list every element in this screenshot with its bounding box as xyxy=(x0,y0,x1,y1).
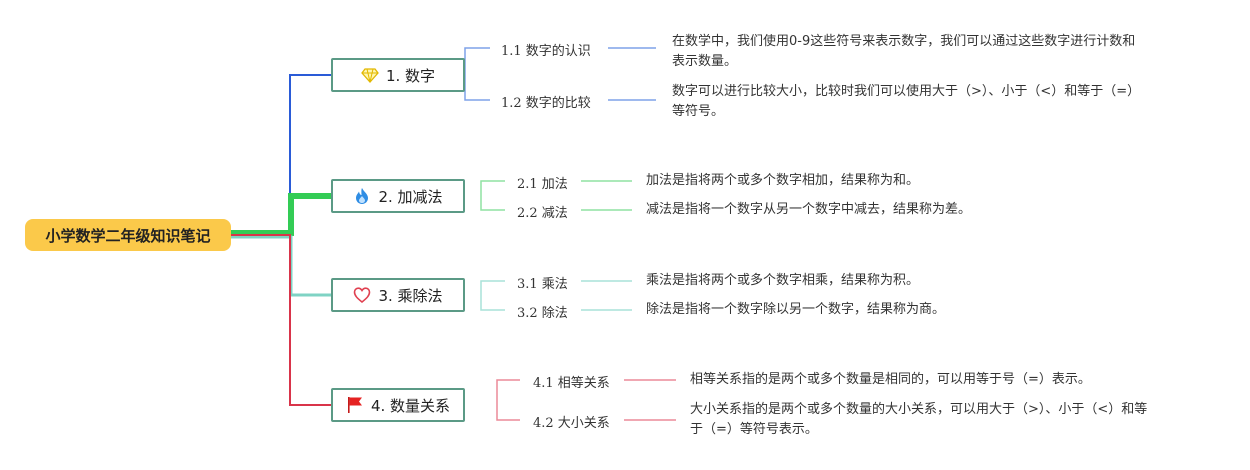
fire-icon xyxy=(353,187,371,205)
branch-topic-3[interactable]: 3. 乘除法 xyxy=(331,278,465,312)
connector-sub-2-2 xyxy=(480,196,505,211)
connector-branch-3 xyxy=(231,235,331,297)
root-topic[interactable]: 小学数学二年级知识笔记 xyxy=(25,219,231,251)
note-line: 在数学中，我们使用0-9这些符号来表示数字，我们可以通过这些数字进行计数和 xyxy=(672,34,1136,49)
note-line: 于（=）等符号表示。 xyxy=(690,422,818,437)
connector-sub-2-1 xyxy=(480,180,505,196)
note-line: 除法是指将一个数字除以另一个数字，结果称为商。 xyxy=(646,302,946,317)
branch-label: 1. 数字 xyxy=(385,66,436,85)
diamond-icon xyxy=(361,66,379,84)
subtopic-4-1[interactable]: 4.1 相等关系 xyxy=(533,376,610,391)
subtopic-2-1[interactable]: 2.1 加法 xyxy=(517,177,568,192)
connector-sub-1-1 xyxy=(464,47,490,75)
subtopic-3-1[interactable]: 3.1 乘法 xyxy=(517,277,568,292)
note-1-2: 数字可以进行比较大小，比较时我们可以使用大于（>）、小于（<）和等于（=） 等符… xyxy=(672,82,1140,122)
note-line: 减法是指将一个数字从另一个数字中减去，结果称为差。 xyxy=(646,202,972,217)
note-line: 数字可以进行比较大小，比较时我们可以使用大于（>）、小于（<）和等于（=） xyxy=(672,84,1141,99)
note-line: 等符号。 xyxy=(672,104,725,119)
subtopic-2-2[interactable]: 2.2 减法 xyxy=(517,206,568,221)
note-line: 表示数量。 xyxy=(672,54,738,69)
note-2-2: 减法是指将一个数字从另一个数字中减去，结果称为差。 xyxy=(646,200,971,220)
connector-sub-4-1 xyxy=(496,379,520,405)
connector-sub-3-1 xyxy=(480,280,505,295)
note-1-1: 在数学中，我们使用0-9这些符号来表示数字，我们可以通过这些数字进行计数和 表示… xyxy=(672,32,1135,72)
flag-icon xyxy=(346,396,364,414)
branch-label: 2. 加减法 xyxy=(378,187,443,206)
note-4-2: 大小关系指的是两个或多个数量的大小关系，可以用大于（>）、小于（<）和等 于（=… xyxy=(690,400,1147,440)
branch-topic-4[interactable]: 4. 数量关系 xyxy=(331,388,465,422)
subtopic-1-2[interactable]: 1.2 数字的比较 xyxy=(501,96,591,111)
note-3-2: 除法是指将一个数字除以另一个数字，结果称为商。 xyxy=(646,300,945,320)
connector-branch-1 xyxy=(231,74,331,236)
note-line: 相等关系指的是两个或多个数量是相同的，可以用等于号（=）表示。 xyxy=(690,372,1091,387)
connector-sub-1-2 xyxy=(464,75,490,101)
branch-label: 4. 数量关系 xyxy=(370,396,451,415)
connector-branch-4 xyxy=(231,234,331,406)
subtopic-3-2[interactable]: 3.2 除法 xyxy=(517,306,568,321)
branch-topic-2[interactable]: 2. 加减法 xyxy=(331,179,465,213)
branch-label: 3. 乘除法 xyxy=(378,286,443,305)
subtopic-4-2[interactable]: 4.2 大小关系 xyxy=(533,416,610,431)
branch-topic-1[interactable]: 1. 数字 xyxy=(331,58,465,92)
note-line: 乘法是指将两个或多个数字相乘，结果称为积。 xyxy=(646,273,920,288)
note-3-1: 乘法是指将两个或多个数字相乘，结果称为积。 xyxy=(646,271,919,291)
note-4-1: 相等关系指的是两个或多个数量是相同的，可以用等于号（=）表示。 xyxy=(690,370,1091,390)
subtopic-1-1[interactable]: 1.1 数字的认识 xyxy=(501,44,591,59)
connector-branch-2 xyxy=(231,193,331,236)
heart-icon xyxy=(353,286,371,304)
note-line: 加法是指将两个或多个数字相加，结果称为和。 xyxy=(646,173,920,188)
note-2-1: 加法是指将两个或多个数字相加，结果称为和。 xyxy=(646,171,919,191)
note-line: 大小关系指的是两个或多个数量的大小关系，可以用大于（>）、小于（<）和等 xyxy=(690,402,1148,417)
connector-sub-3-2 xyxy=(480,295,505,311)
connector-sub-4-2 xyxy=(496,405,520,421)
